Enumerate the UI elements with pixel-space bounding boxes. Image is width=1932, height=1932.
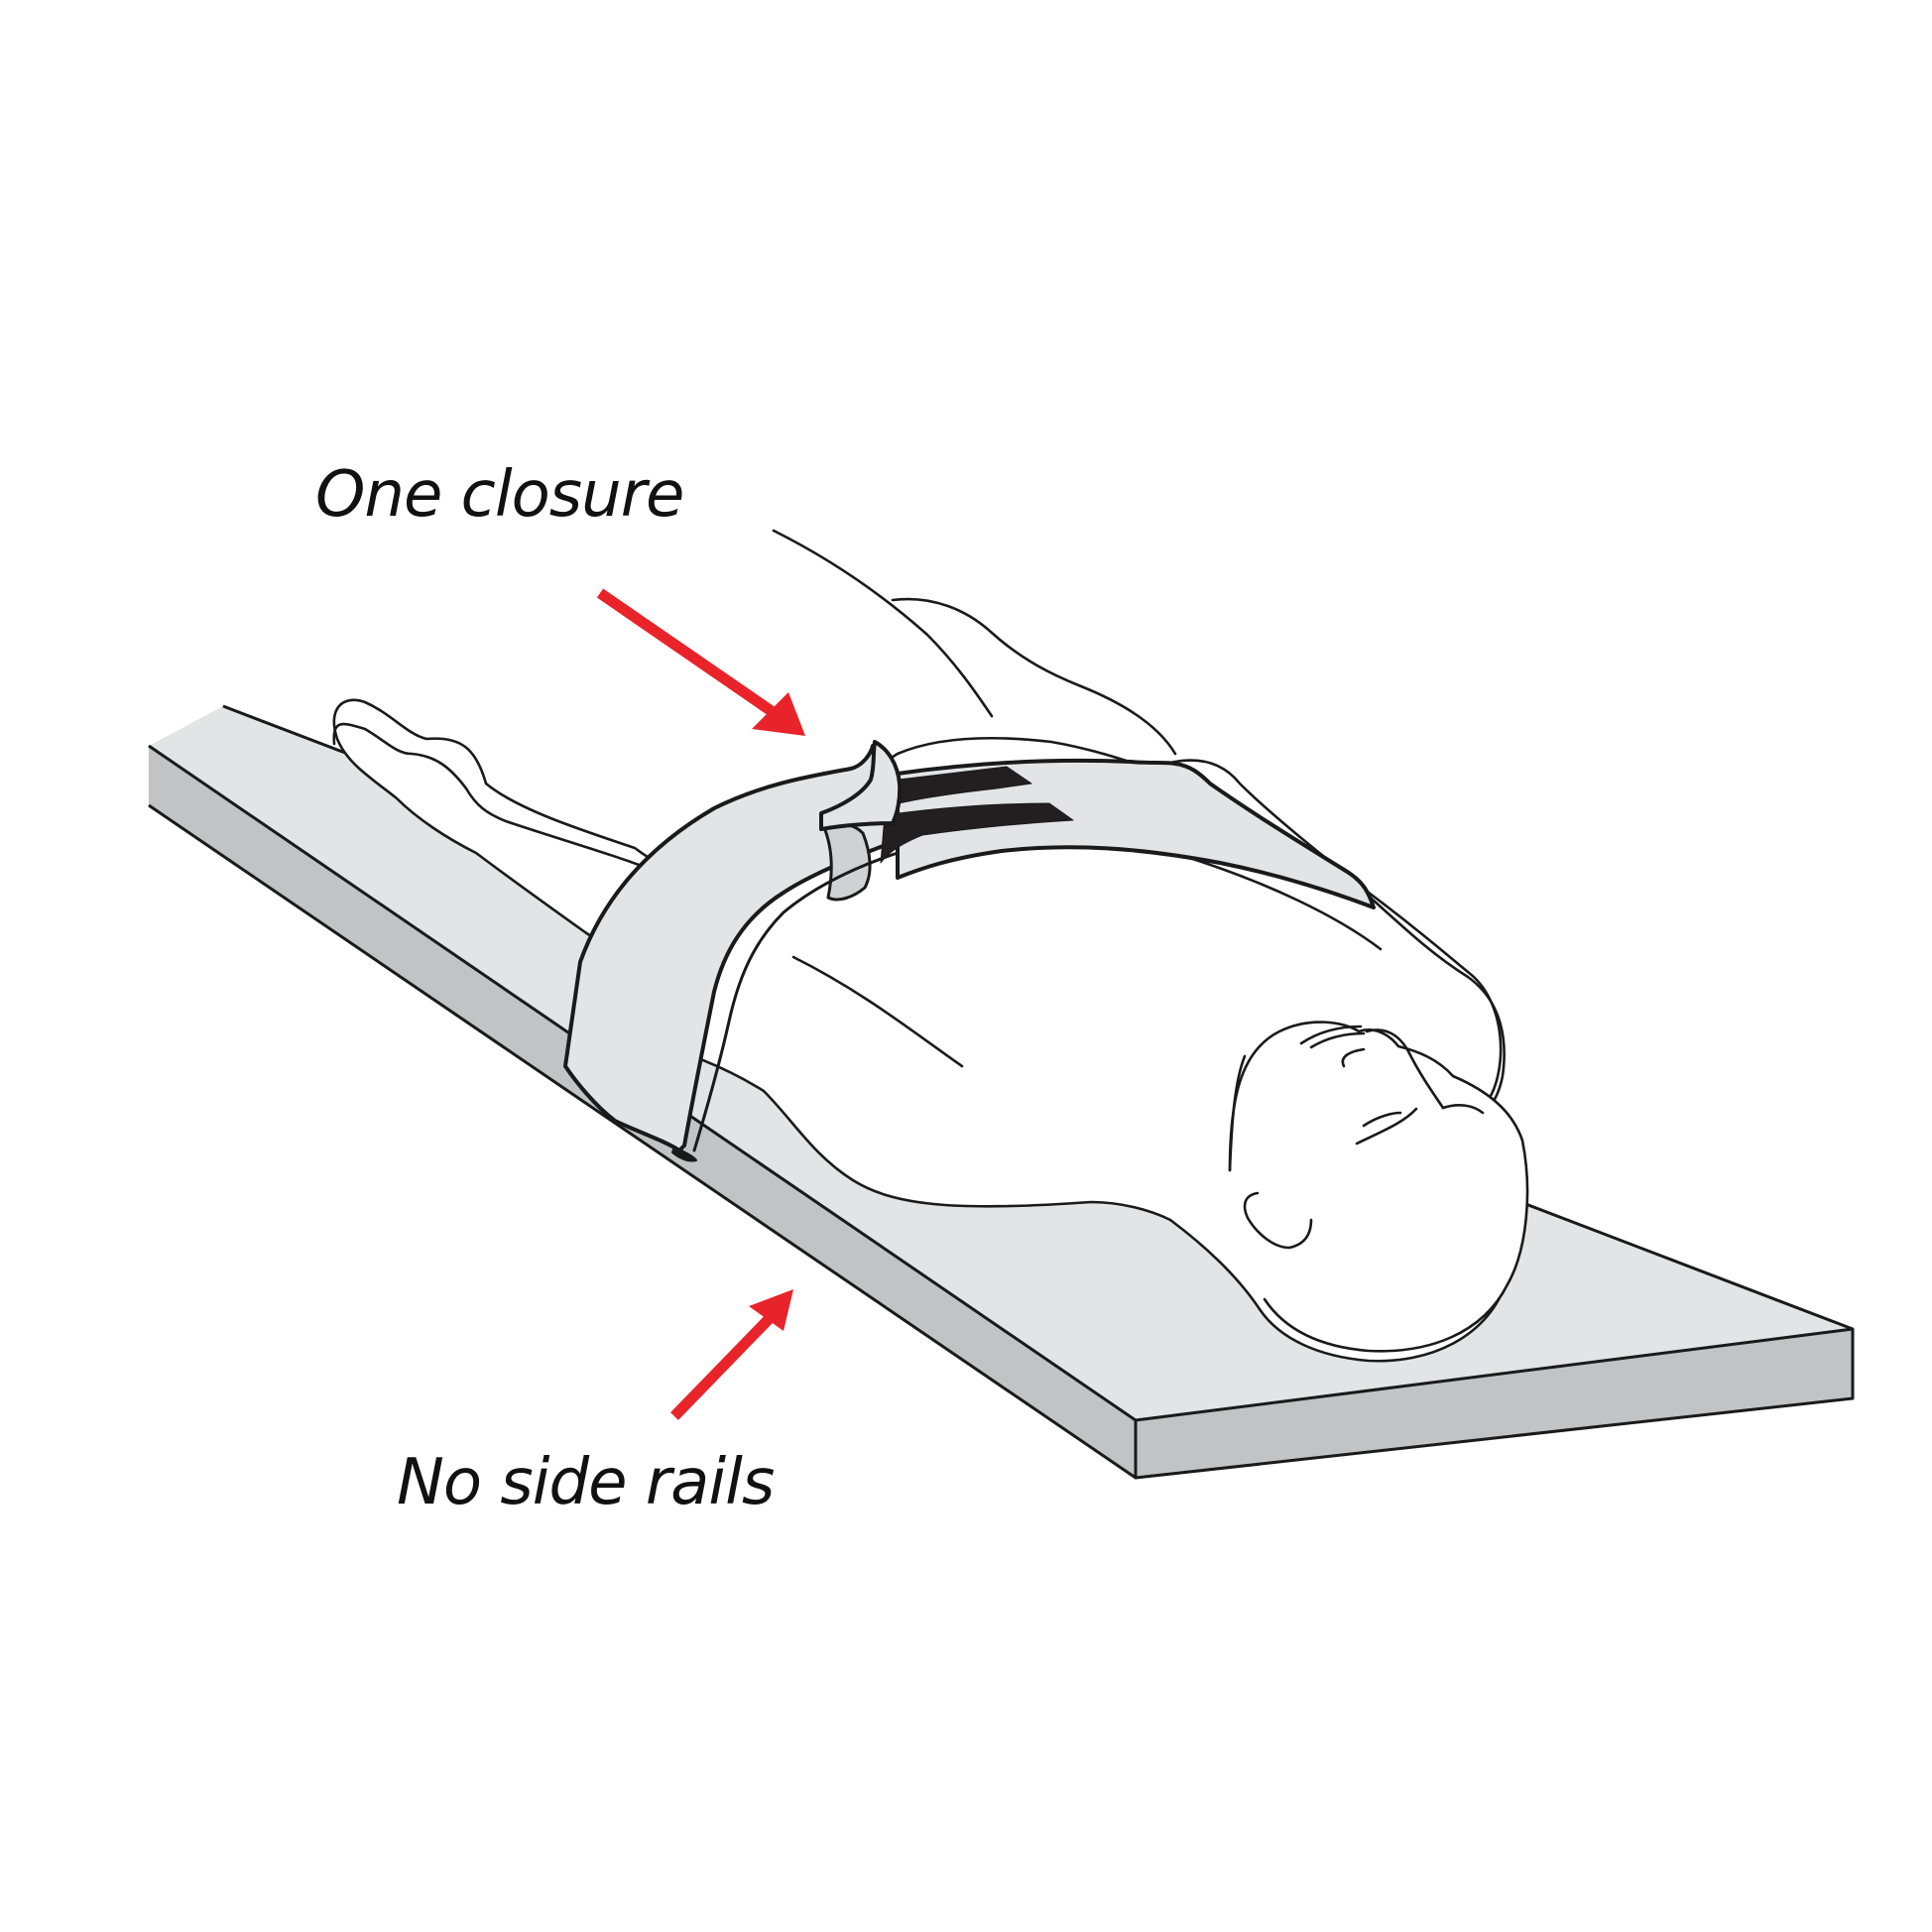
nose <box>1365 1028 1445 1110</box>
board-end-face <box>1136 1329 1853 1478</box>
arrow-shaft <box>596 588 783 721</box>
mouth-1 <box>1362 1111 1402 1128</box>
ear-nostril <box>1341 1047 1366 1068</box>
ear <box>1243 1191 1313 1250</box>
arrow-head-icon <box>752 692 805 736</box>
strap-top-band <box>896 758 1376 909</box>
callout-arrow-one-closure <box>596 588 805 736</box>
closure-flap <box>819 740 903 831</box>
strap <box>563 740 1376 1162</box>
mouth-2 <box>1355 1107 1418 1146</box>
board-end-outline <box>1134 1327 1855 1480</box>
shoulder-outline <box>1352 881 1506 1118</box>
arrow-shaft <box>670 1310 778 1420</box>
strap-bottom-tab <box>671 1146 697 1162</box>
patient-figure <box>332 529 1511 1363</box>
callout-label-no-side-rails: No side rails <box>397 1446 775 1519</box>
velcro-stripe-lower <box>880 802 1074 864</box>
chin <box>1441 1103 1485 1115</box>
brow-1 <box>1299 1025 1363 1045</box>
strap-inner-layer <box>821 821 872 902</box>
brow-2 <box>1309 1031 1366 1049</box>
callout-arrow-no-side-rails <box>670 1289 793 1420</box>
far-leg-line <box>772 529 994 718</box>
callout-label-one-closure: One closure <box>315 458 684 532</box>
foot-outline <box>332 722 657 873</box>
board-near-bottom-edge <box>148 803 1137 1480</box>
arrow-head-icon <box>749 1289 793 1331</box>
strap-left-inner-edge <box>692 851 900 1152</box>
board-fade <box>0 635 417 893</box>
torso-line-upper <box>1178 853 1383 951</box>
head <box>1228 1021 1529 1353</box>
torso-line-lower <box>791 955 964 1068</box>
far-arm-outline <box>891 597 1177 756</box>
head-back-line <box>1228 1054 1247 1172</box>
